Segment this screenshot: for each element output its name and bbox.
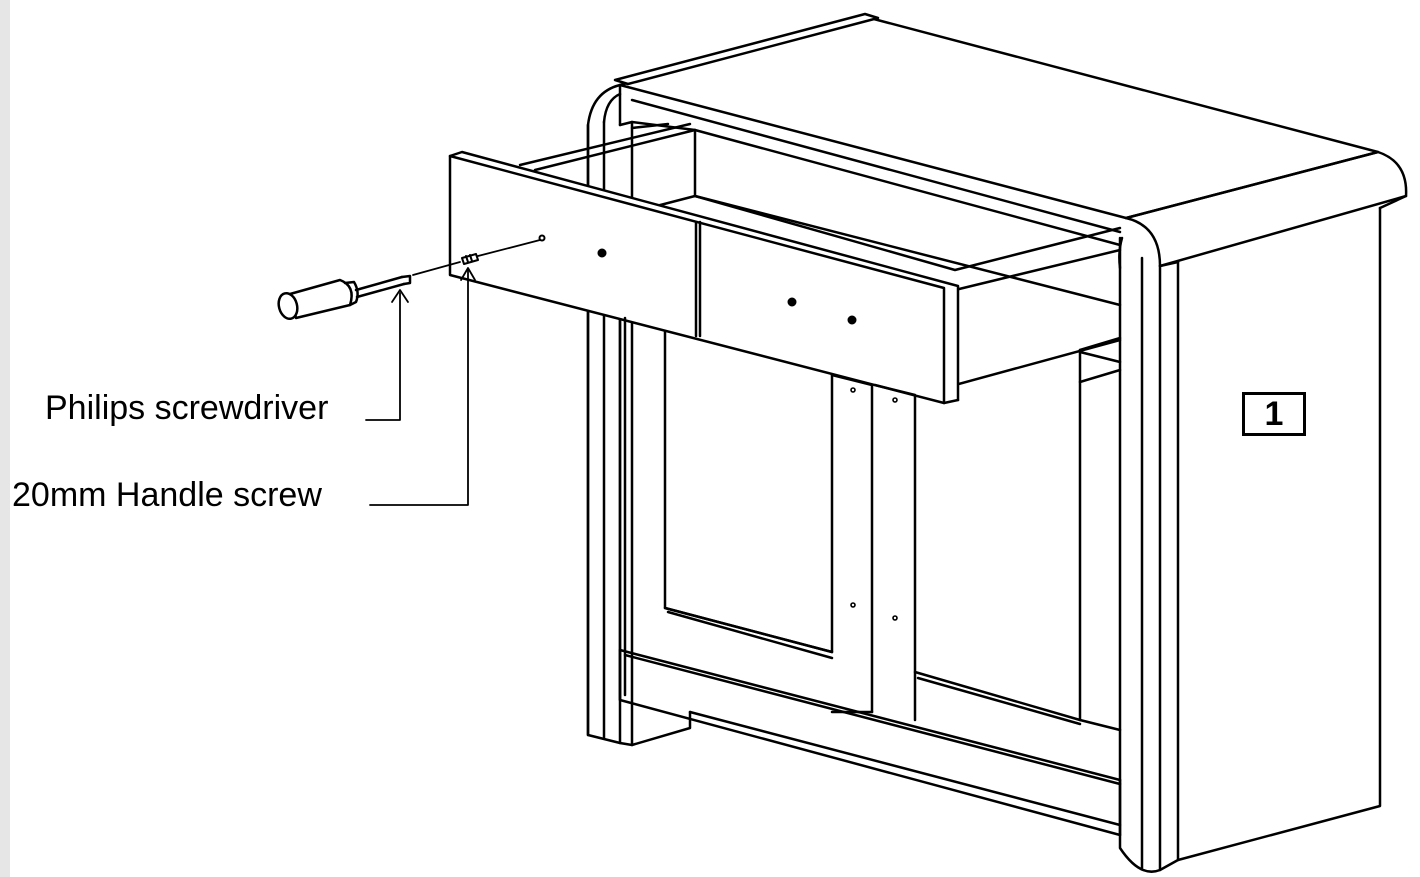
frame-dowel-holes [850, 387, 898, 621]
step-number-badge: 1 [1242, 392, 1306, 436]
callout-leader-screwdriver [365, 289, 409, 421]
alignment-guide-line [412, 239, 541, 276]
drawer-handle-holes [538, 234, 857, 325]
screw-icon [461, 253, 479, 265]
cabinet-interior [630, 98, 1122, 307]
screwdriver-label: Philips screwdriver [45, 389, 329, 427]
open-drawer [448, 122, 1122, 405]
cabinet-front-frame [618, 316, 1122, 837]
screw-label: 20mm Handle screw [12, 476, 322, 514]
cabinet-right-side [1118, 194, 1408, 873]
page-margin-strip [0, 0, 10, 877]
callout-leader-screw [369, 267, 476, 506]
screwdriver-icon [277, 274, 412, 321]
